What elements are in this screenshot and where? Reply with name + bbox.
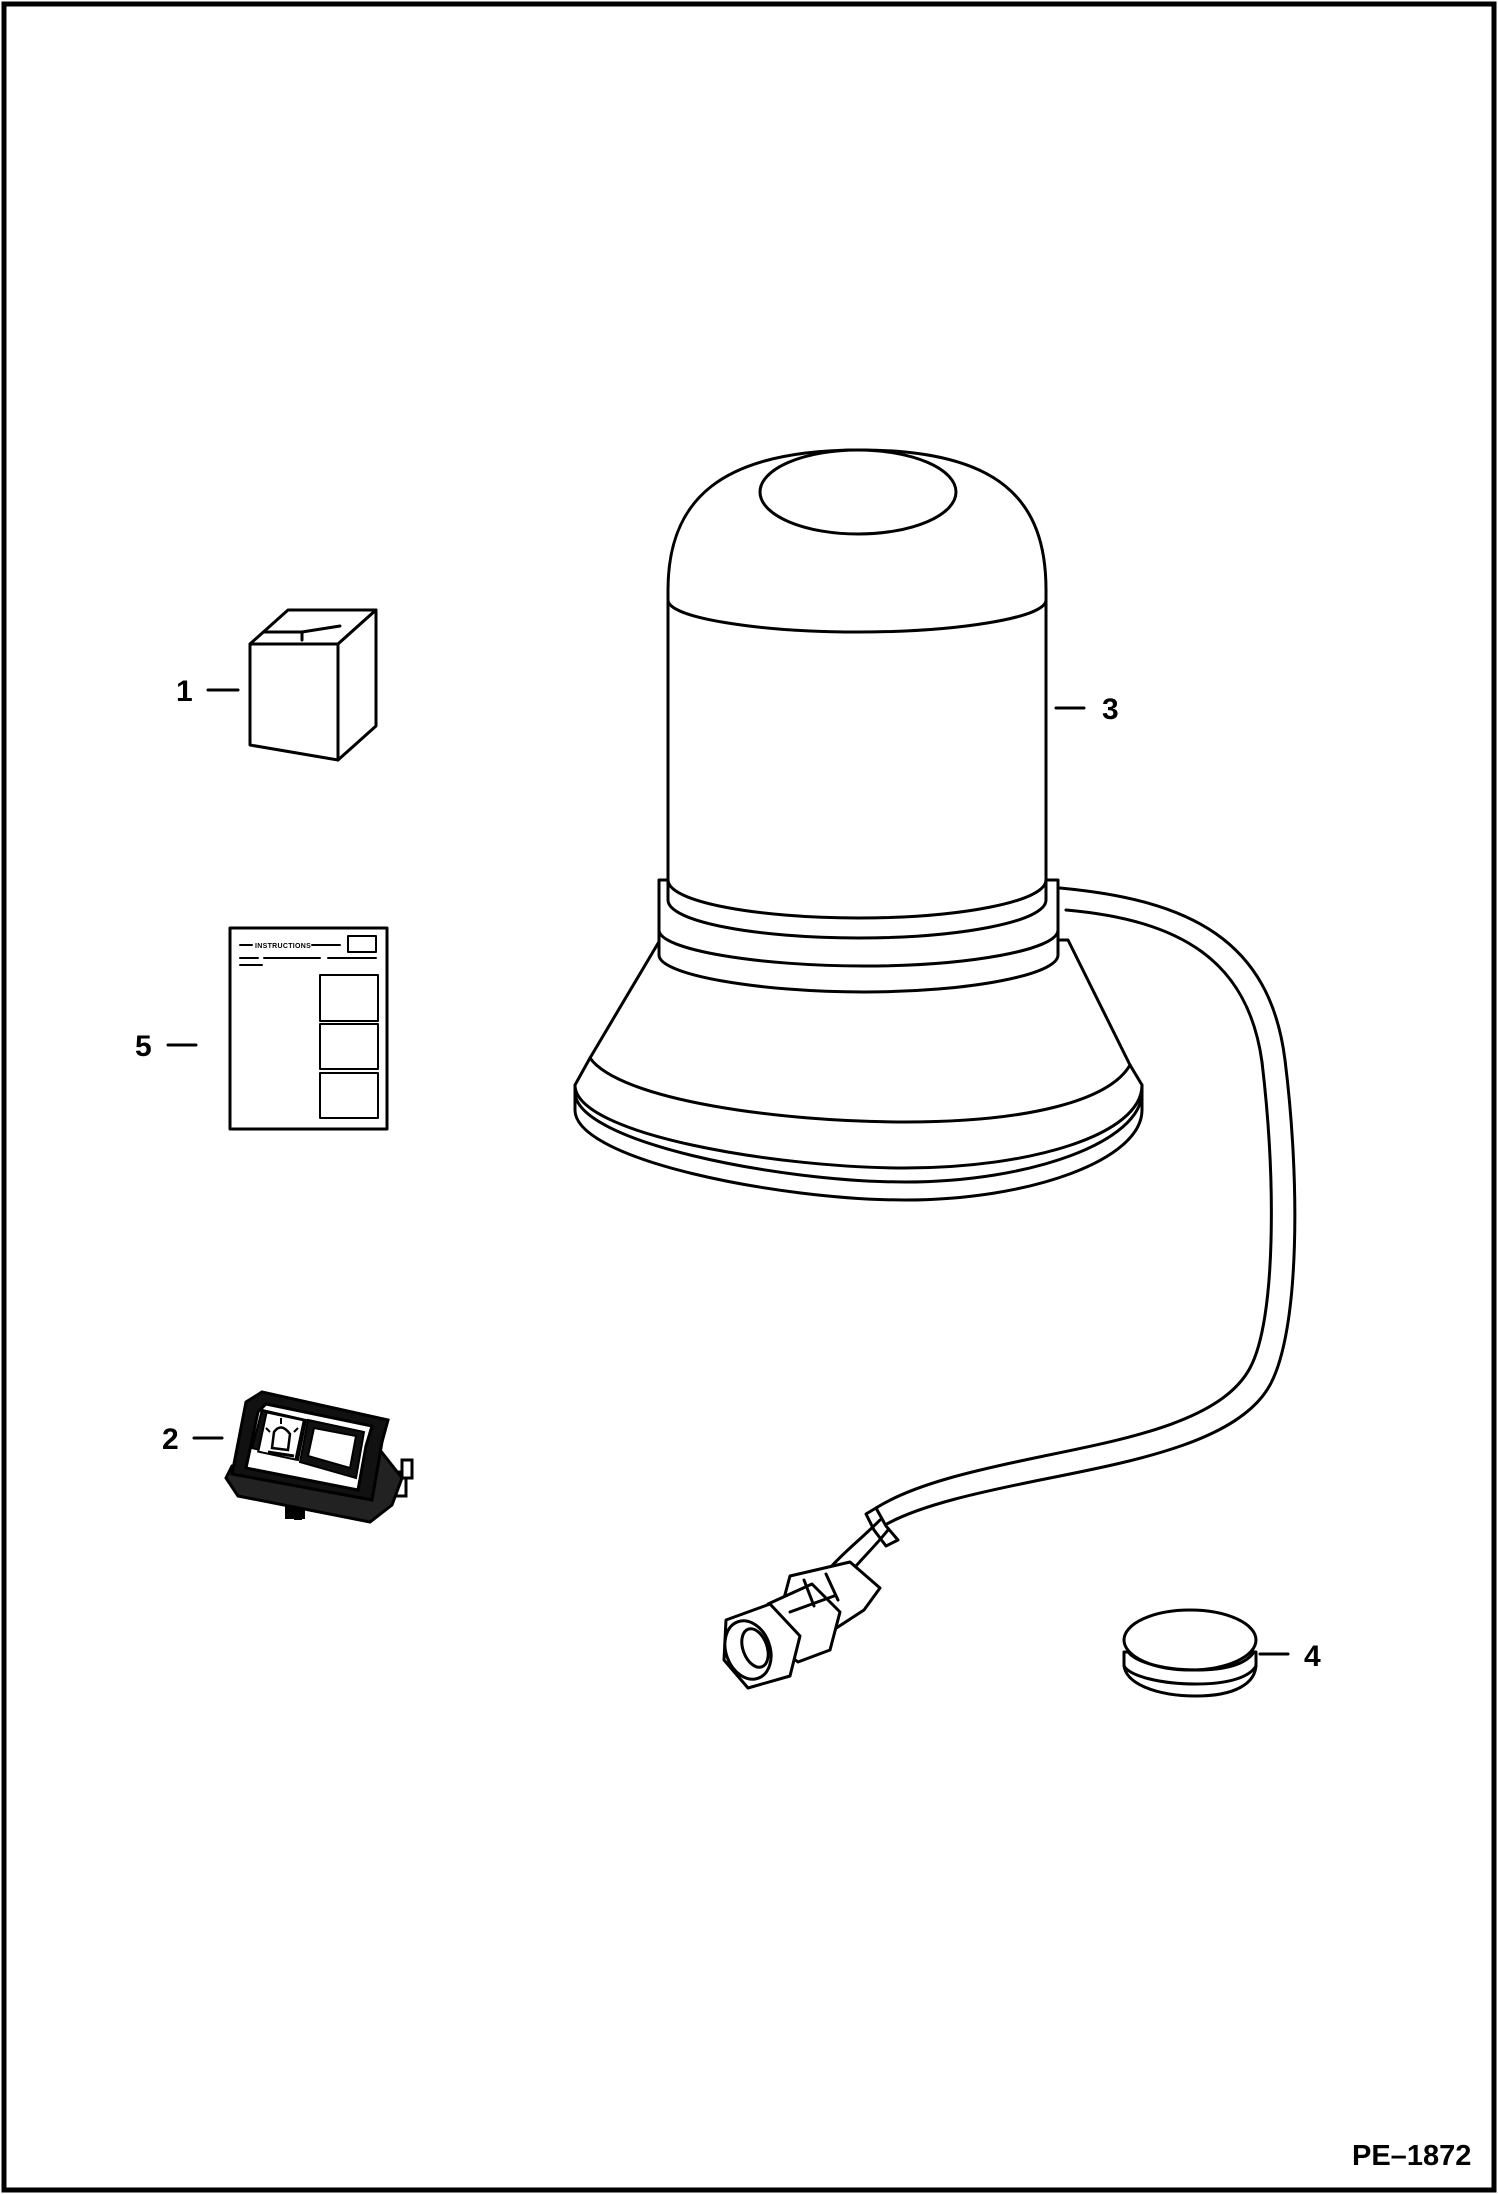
part-2-rocker-switch (224, 1390, 414, 1524)
callout-1: 1 (176, 675, 193, 708)
instructions-heading: INSTRUCTIONS (255, 943, 311, 950)
callout-4: 4 (1304, 1640, 1321, 1673)
part-1-box (248, 608, 378, 762)
part-3-beacon-light (573, 448, 1297, 1690)
figure-id: PE–1872 (1352, 2140, 1471, 2172)
callout-3: 3 (1102, 693, 1119, 726)
plug-connector (722, 1560, 882, 1690)
part-4-grommet (1122, 1608, 1258, 1698)
callout-2: 2 (162, 1423, 179, 1456)
beacon-lamp-icon (257, 1411, 305, 1461)
part-5-instruction-sheet: INSTRUCTIONS (228, 926, 389, 1131)
callout-5: 5 (135, 1030, 152, 1063)
